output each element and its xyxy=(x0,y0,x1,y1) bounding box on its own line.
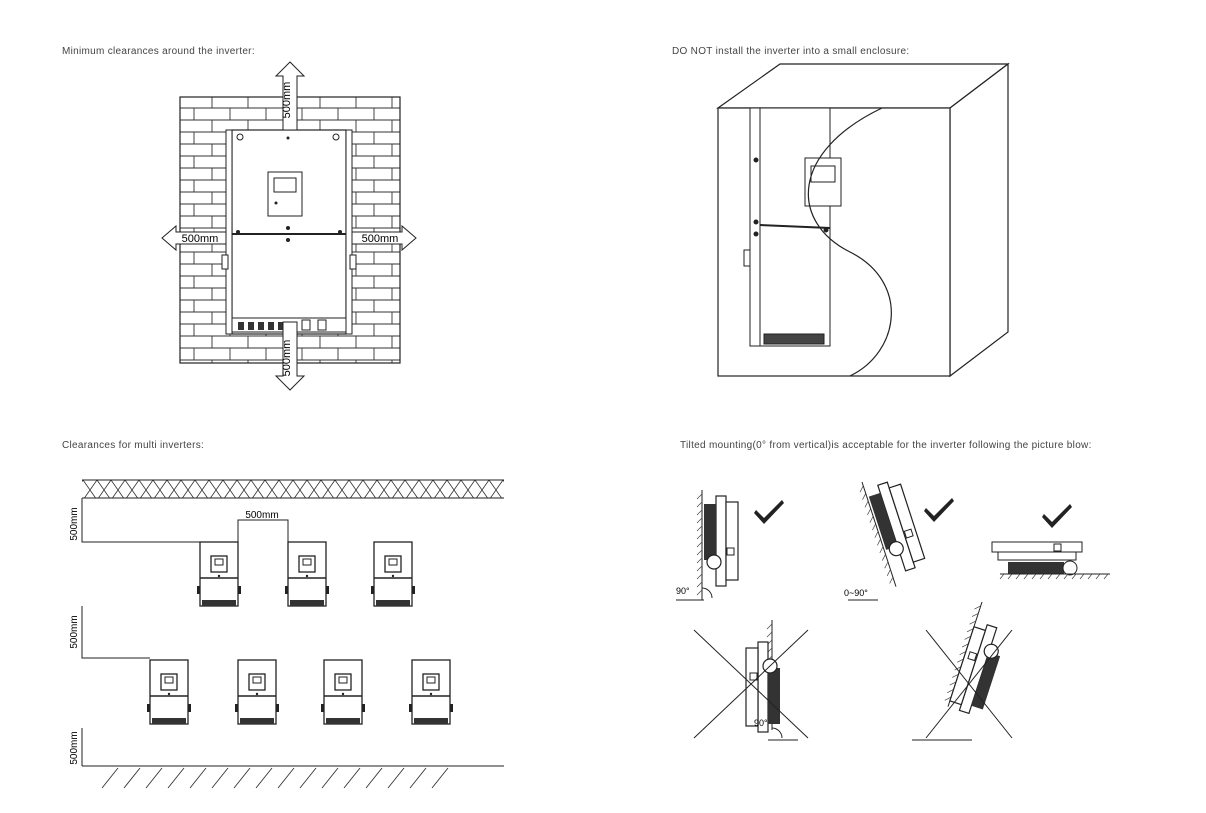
inverter-upper-2 xyxy=(284,541,330,607)
inverter-lower-4 xyxy=(408,659,454,725)
arrow-bottom xyxy=(274,321,306,391)
clearance-arrows xyxy=(161,61,417,391)
cross-line xyxy=(693,629,809,739)
label-top-gap: 500mm xyxy=(69,507,80,540)
floor-hatch xyxy=(101,767,449,789)
inverter-upper-3 xyxy=(370,541,416,607)
inverter-lower-3 xyxy=(320,659,366,725)
inverter-lower-1 xyxy=(146,659,192,725)
label-bottom-gap: 500mm xyxy=(69,731,80,764)
multi-inverter-diagram: 500mm 500mm 500mm 500mm xyxy=(69,479,504,789)
label-middle-gap: 500mm xyxy=(69,615,80,648)
check-icon xyxy=(924,498,954,522)
cross-line xyxy=(925,629,1013,739)
label-bottom-clearance: 500mm xyxy=(281,340,293,377)
inverter-lower-2 xyxy=(234,659,280,725)
enclosure-side xyxy=(949,62,1009,378)
inverter-inside-enclosure xyxy=(743,107,842,347)
check-icon xyxy=(1042,504,1072,528)
label-gap-horizontal: 500mm xyxy=(245,510,278,521)
arrow-left xyxy=(161,224,227,252)
inverter-upper-1 xyxy=(196,541,242,607)
mount-horizontal-ok xyxy=(991,504,1110,580)
mount-vertical-ok xyxy=(676,489,784,601)
caption-min-clearances: Minimum clearances around the inverter: xyxy=(62,46,255,57)
tilted-mounting-diagram: 90° 0~90° xyxy=(676,477,1110,741)
label-right-clearance: 500mm xyxy=(362,233,399,245)
arrow-right xyxy=(351,224,417,252)
check-icon xyxy=(754,500,784,524)
mount-tilted-ok xyxy=(848,477,954,601)
label-angle-tilt-range: 0~90° xyxy=(844,588,868,598)
inverter-front-view xyxy=(221,129,357,335)
arrow-top xyxy=(274,61,306,131)
caption-multi-inverters: Clearances for multi inverters: xyxy=(62,440,205,451)
caption-small-enclosure: DO NOT install the inverter into a small… xyxy=(672,46,910,57)
enclosure-curve xyxy=(807,107,892,377)
ceiling-hatch xyxy=(82,480,504,498)
label-angle-vertical: 90° xyxy=(676,586,690,596)
label-angle-wrong-vertical: 90° xyxy=(754,718,768,728)
label-left-clearance: 500mm xyxy=(182,233,219,245)
min-clearance-diagram: 500mm 500mm 500mm 500mm xyxy=(161,61,417,391)
mount-wrong-vertical xyxy=(693,619,809,741)
label-top-clearance: 500mm xyxy=(281,82,293,119)
caption-tilted-mounting: Tilted mounting(0° from vertical)is acce… xyxy=(680,440,1092,451)
mount-wrong-tilted xyxy=(912,599,1013,741)
small-enclosure-diagram xyxy=(716,62,1010,378)
